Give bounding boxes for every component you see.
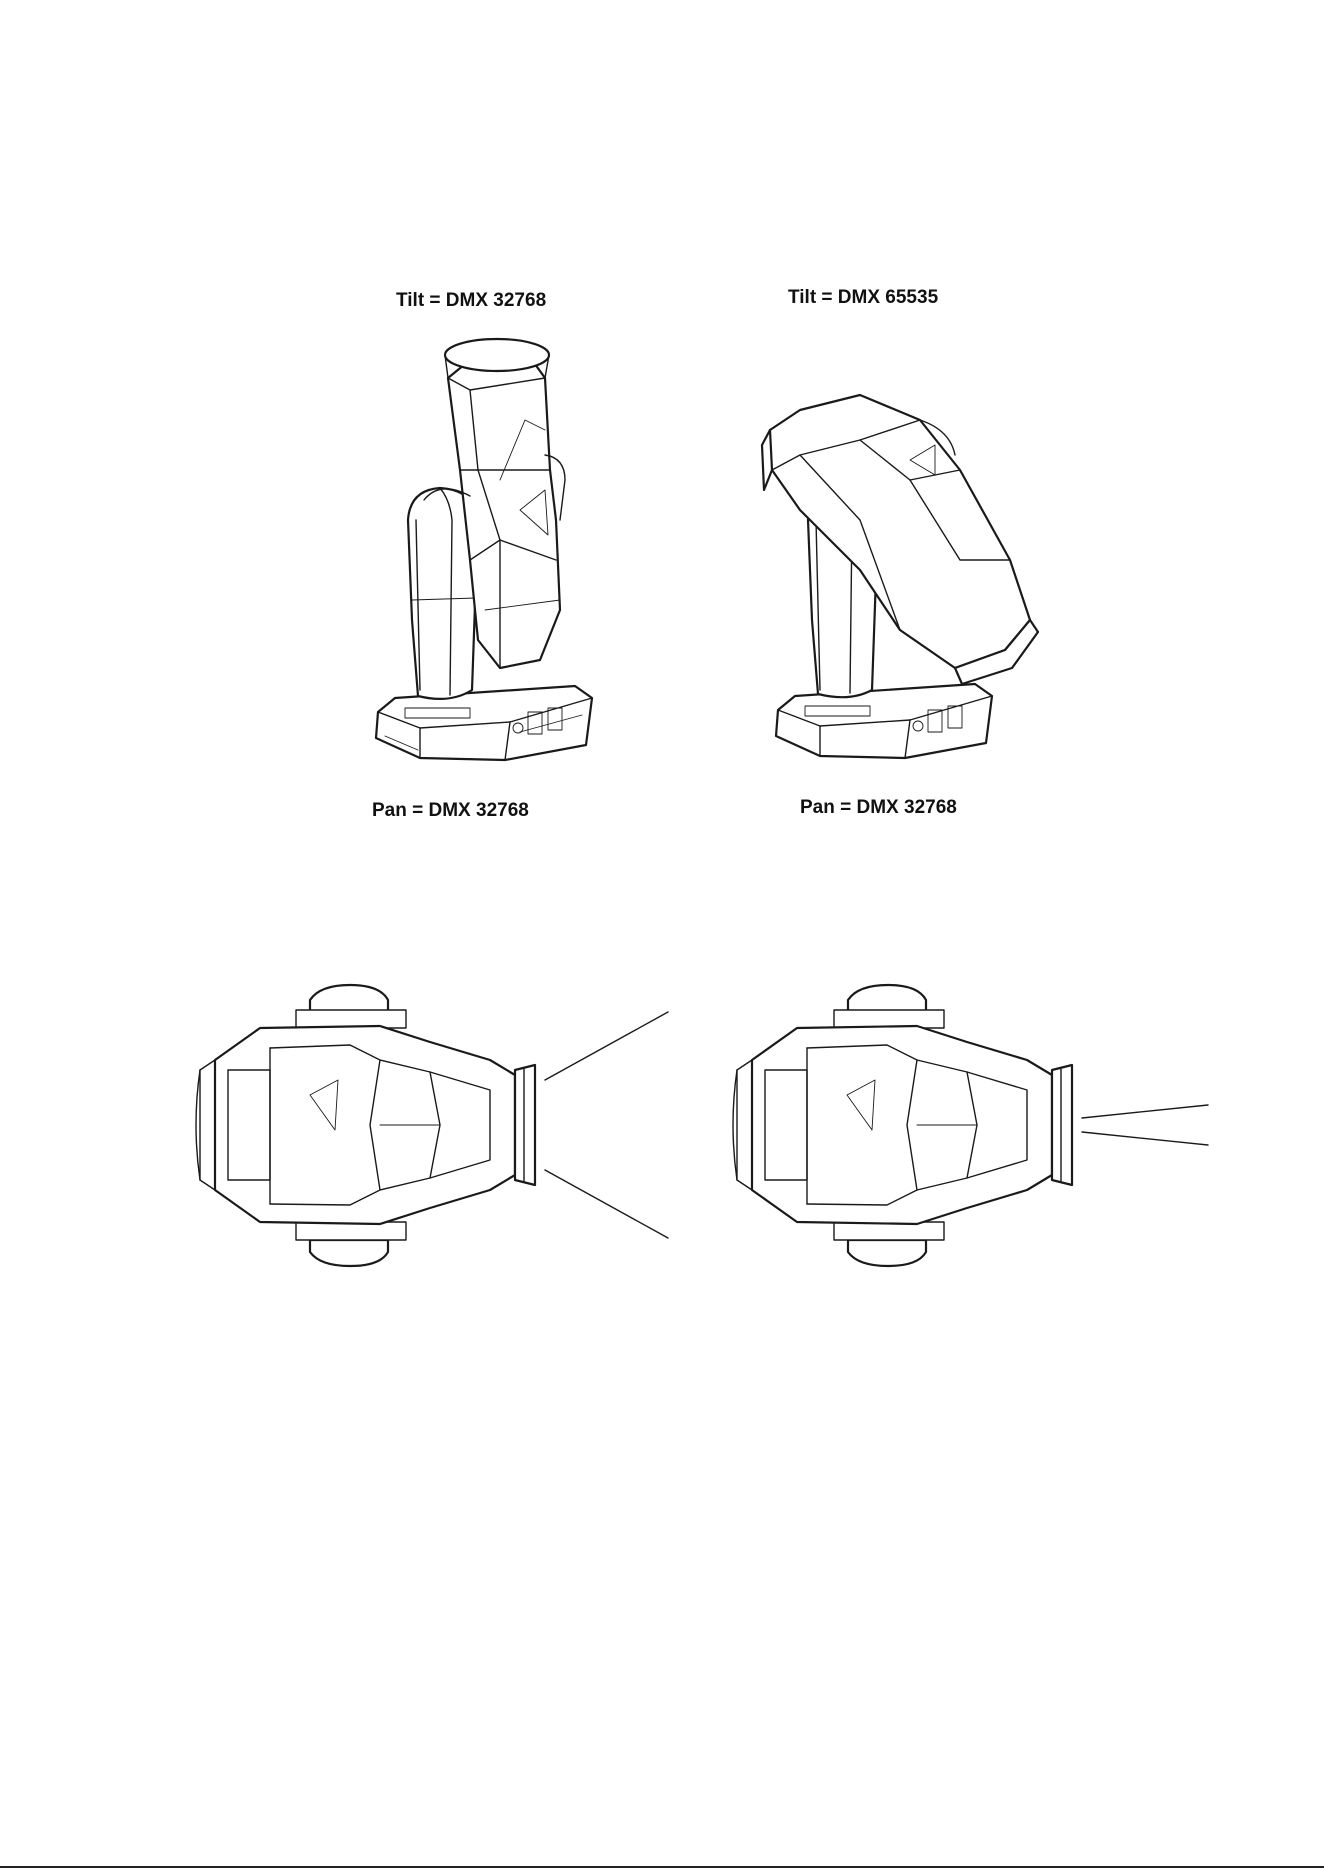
fixture-upright — [376, 339, 592, 760]
fixture-tilted — [762, 395, 1038, 758]
fixture-top-view-narrow — [733, 985, 1208, 1266]
fixture-top-view-wide — [196, 985, 668, 1266]
page-bottom-rule — [0, 1866, 1324, 1868]
